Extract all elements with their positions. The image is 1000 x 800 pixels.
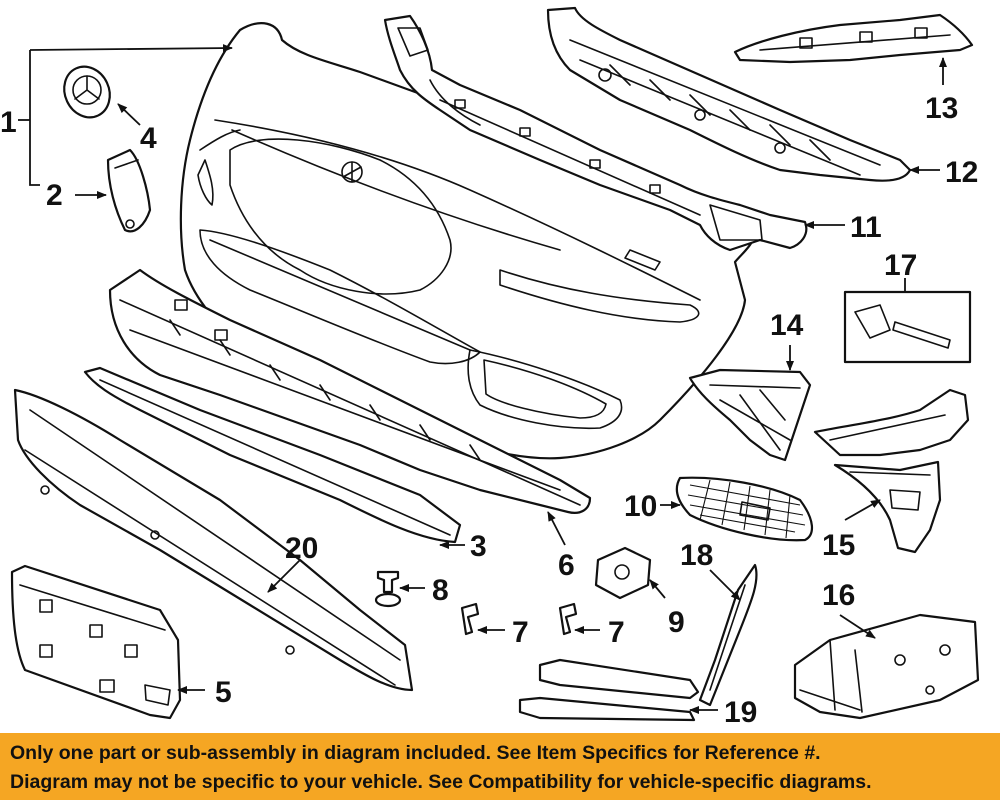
callout-10: 10	[624, 490, 657, 523]
grille-insert	[108, 268, 592, 514]
bumper-cover	[179, 22, 755, 460]
screw-left	[460, 602, 480, 636]
callout-14: 14	[770, 309, 804, 342]
callout-13: 13	[925, 92, 958, 125]
callout-8: 8	[432, 574, 449, 607]
callout-20: 20	[285, 532, 318, 565]
leader-lines	[18, 44, 947, 714]
crash-box	[793, 613, 980, 720]
callout-9: 9	[668, 606, 685, 639]
lower-molding	[83, 366, 462, 544]
side-trim	[106, 148, 152, 233]
callout-labels: 1 2 3 4 5 6 7 7 8 9 10 11 12 13 14 15 16…	[0, 92, 978, 729]
callout-19: 19	[724, 696, 757, 729]
side-extension	[833, 460, 942, 554]
callout-18: 18	[680, 539, 713, 572]
callout-12: 12	[945, 156, 978, 189]
disclaimer-banner: Only one part or sub-assembly in diagram…	[0, 733, 1000, 800]
callout-17: 17	[884, 249, 917, 282]
clip-set	[843, 290, 972, 364]
callout-11: 11	[850, 211, 882, 244]
callout-3: 3	[470, 530, 487, 563]
license-bracket	[10, 564, 182, 720]
emblem	[63, 65, 111, 119]
trim-strip-right	[698, 563, 758, 707]
clip-nut	[594, 546, 652, 600]
disclaimer-line-1: Only one part or sub-assembly in diagram…	[10, 742, 821, 764]
side-grille	[688, 368, 812, 462]
right-side-bracket	[813, 388, 970, 457]
callout-7b: 7	[608, 616, 625, 649]
lower-trim-strip	[518, 658, 700, 722]
bumper-carrier	[546, 6, 912, 182]
callout-2: 2	[46, 179, 63, 212]
callout-4: 4	[140, 122, 157, 155]
push-pin-fastener	[374, 570, 402, 608]
callout-15: 15	[822, 529, 855, 562]
fog-lamp-grille	[675, 476, 813, 542]
parts-diagram: 1 2 3 4 5 6 7 7 8 9 10 11 12 13 14 15 16…	[0, 6, 980, 729]
callout-5: 5	[215, 676, 232, 709]
screw-right	[558, 602, 578, 636]
callout-16: 16	[822, 579, 855, 612]
disclaimer-line-2: Diagram may not be specific to your vehi…	[10, 771, 872, 793]
callout-1: 1	[0, 106, 17, 139]
upper-support	[383, 14, 808, 252]
corner-bracket	[733, 13, 974, 64]
reinforcement-beam	[13, 388, 414, 692]
callout-6: 6	[558, 549, 575, 582]
callout-7a: 7	[512, 616, 529, 649]
